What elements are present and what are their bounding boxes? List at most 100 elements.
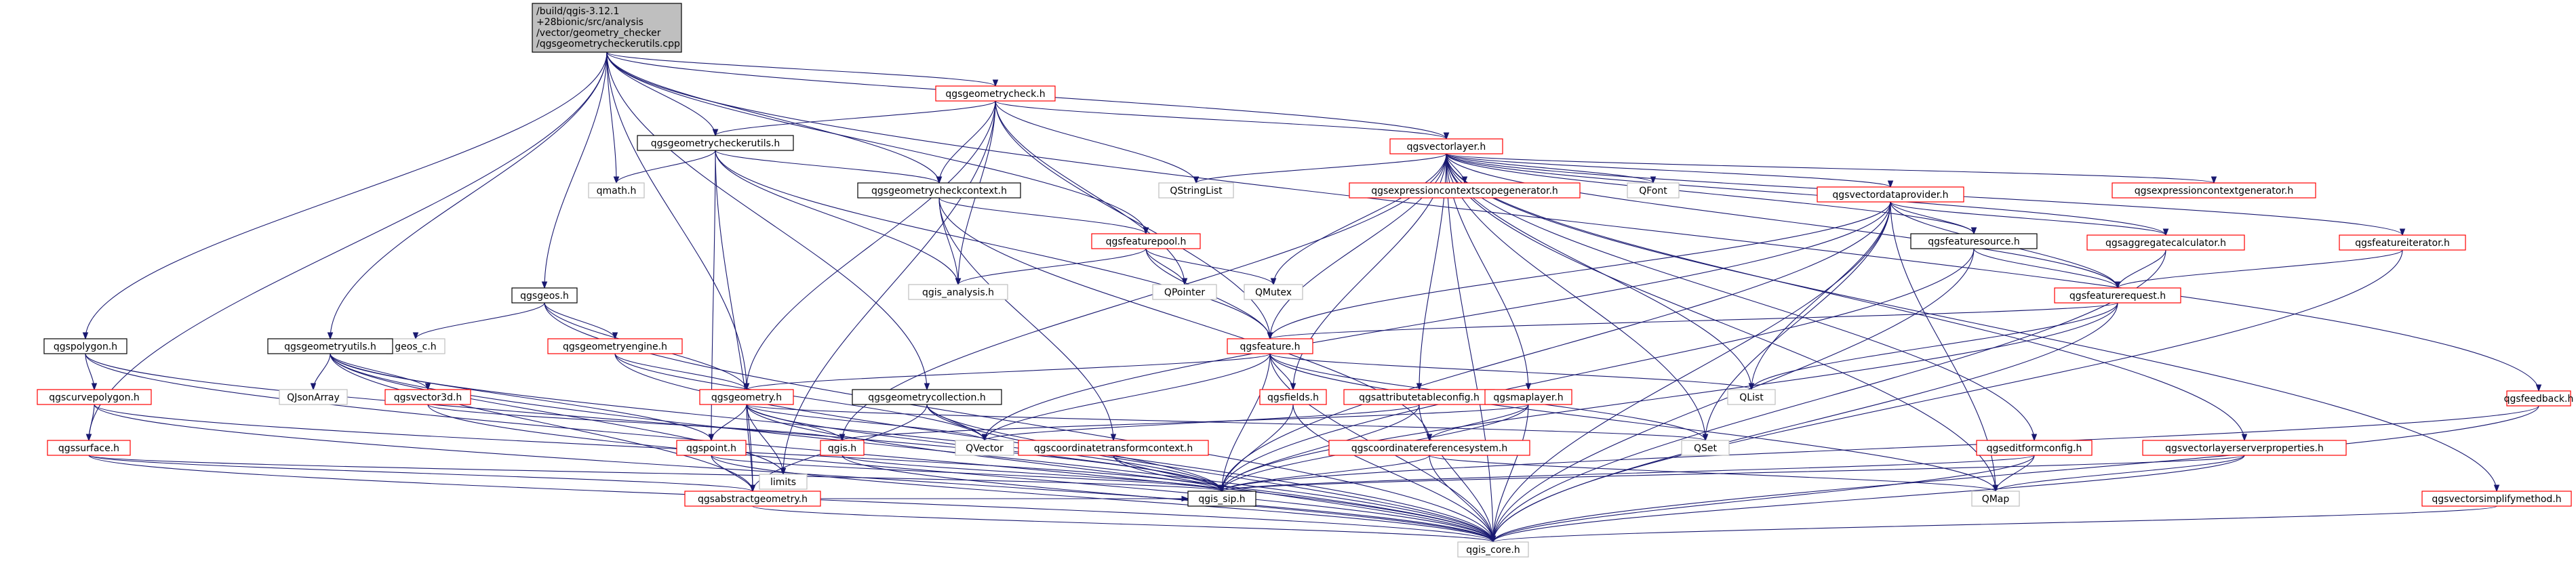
node-label: qgis.h	[828, 443, 856, 454]
node-qgseditformconfig[interactable]: qgseditformconfig.h	[1976, 440, 2093, 456]
node-qgsexprgen[interactable]: qgsexpressioncontextgenerator.h	[2112, 182, 2316, 199]
node-qgsabstractgeometry[interactable]: qgsabstractgeometry.h	[684, 491, 821, 507]
dependency-edge	[330, 353, 431, 391]
dependency-edge	[711, 455, 756, 493]
dependency-edge	[1446, 153, 2121, 289]
node-qgssurface[interactable]: qgssurface.h	[47, 440, 131, 456]
node-qstringlist[interactable]: QStringList	[1158, 182, 1234, 199]
node-qpointer[interactable]: QPointer	[1152, 284, 1217, 300]
dependency-edge	[955, 248, 1147, 286]
node-qgsvectordataprovider[interactable]: qgsvectordataprovider.h	[1817, 186, 1964, 203]
node-qfont[interactable]: QFont	[1627, 182, 1680, 199]
node-box	[1484, 389, 1572, 405]
node-qgsfeedback[interactable]: qgsfeedback.h	[2504, 390, 2574, 407]
node-label: qgsgeometry.h	[711, 392, 782, 403]
node-box	[908, 284, 1008, 300]
node-qgsfeaturerequest[interactable]: qgsfeaturerequest.h	[2054, 287, 2181, 304]
node-qgsgeometryengine[interactable]: qgsgeometryengine.h	[547, 338, 683, 354]
node-qvector[interactable]: QVector	[955, 440, 1014, 456]
node-box	[1328, 440, 1530, 456]
node-qgsvector3d[interactable]: qgsvector3d.h	[384, 389, 471, 405]
dependency-edge	[85, 51, 608, 442]
node-label: qgspoint.h	[686, 443, 736, 454]
node-label: limits	[770, 477, 796, 488]
node-qgis-sip[interactable]: qgis_sip.h	[1187, 491, 1256, 507]
node-qgis-analysis[interactable]: qgis_analysis.h	[908, 284, 1008, 300]
node-qgis-core[interactable]: qgis_core.h	[1457, 541, 1529, 558]
dependency-edge	[1218, 455, 2245, 493]
node-qgsmaplayer[interactable]: qgsmaplayer.h	[1484, 389, 1572, 405]
node-qlist[interactable]: QList	[1727, 389, 1776, 405]
node-qgsvectorsimplify[interactable]: qgsvectorsimplifymethod.h	[2421, 491, 2572, 507]
dependency-edge	[88, 455, 1225, 493]
node-qgsfeaturesource[interactable]: qgsfeaturesource.h	[1910, 233, 2038, 249]
dependency-edge	[327, 51, 608, 340]
dependency-edge	[746, 404, 787, 476]
node-label: qgsgeometryengine.h	[563, 341, 667, 352]
dependency-edge	[1145, 248, 1277, 286]
node-qmap[interactable]: QMap	[1971, 491, 2020, 507]
dependency-edge	[613, 150, 716, 184]
node-qgsfeaturepool[interactable]: qgsfeaturepool.h	[1091, 233, 1201, 249]
node-qgsaggregatecalculator[interactable]: qgsaggregatecalculator.h	[2086, 234, 2245, 251]
dependency-edge	[606, 51, 943, 184]
node-qgsexprscope[interactable]: qgsexpressioncontextscopegenerator.h	[1349, 182, 1581, 199]
dependency-edge	[1748, 201, 1891, 391]
node-qgsfeatureiterator[interactable]: qgsfeatureiterator.h	[2339, 234, 2466, 251]
node-qmath[interactable]: qmath.h	[588, 182, 645, 199]
node-qgsgeometrycollection[interactable]: qgsgeometrycollection.h	[852, 389, 1002, 405]
node-qmutex[interactable]: QMutex	[1244, 284, 1303, 300]
node-label: QStringList	[1170, 186, 1223, 196]
node-qgscoordtransformctx[interactable]: qgscoordinatetransformcontext.h	[1018, 440, 1209, 456]
node-box	[1681, 440, 1730, 456]
node-box	[1457, 541, 1529, 558]
node-box	[1158, 182, 1234, 199]
node-box	[1244, 284, 1303, 300]
node-qgspolygon[interactable]: qgspolygon.h	[43, 338, 127, 354]
dependency-edge	[606, 51, 930, 391]
node-qgscrs[interactable]: qgscoordinatereferencesystem.h	[1328, 440, 1530, 456]
node-box	[2086, 234, 2245, 251]
node-label: qgsfeaturerequest.h	[2069, 291, 2166, 302]
node-root[interactable]: /build/qgis-3.12.1+28bionic/src/analysis…	[532, 3, 682, 53]
dependency-edge	[606, 51, 620, 184]
node-qgscurvepolygon[interactable]: qgscurvepolygon.h	[37, 389, 152, 405]
node-label: qgsfeedback.h	[2504, 394, 2574, 404]
node-label: qgsgeometrycheckerutils.h	[651, 138, 780, 149]
node-qgsgeometryutils[interactable]: qgsgeometryutils.h	[267, 338, 393, 354]
node-qgsfeature[interactable]: qgsfeature.h	[1227, 338, 1313, 354]
dependency-edge	[1446, 153, 2500, 493]
node-qgis[interactable]: qgis.h	[820, 440, 865, 456]
node-geos-c[interactable]: geos_c.h	[386, 338, 445, 354]
node-qgsgeos[interactable]: qgsgeos.h	[511, 287, 578, 304]
node-label: qgsvectordataprovider.h	[1832, 190, 1948, 201]
dependency-edge	[1270, 153, 1447, 286]
node-box	[1259, 389, 1327, 405]
dependency-edge	[938, 197, 962, 286]
node-box	[47, 440, 131, 456]
node-qgsfields[interactable]: qgsfields.h	[1259, 389, 1327, 405]
node-qgsattributetableconfig[interactable]: qgsattributetableconfig.h	[1343, 389, 1495, 405]
node-label: qgsfeatureiterator.h	[2355, 238, 2450, 249]
node-box	[857, 182, 1021, 199]
node-qgsvlserverprops[interactable]: qgsvectorlayerserverproperties.h	[2142, 440, 2347, 456]
dependency-edge	[839, 404, 1529, 442]
node-box	[1018, 440, 1209, 456]
node-qgsgeometry[interactable]: qgsgeometry.h	[699, 389, 794, 405]
node-qjsonarray[interactable]: QJsonArray	[279, 389, 348, 405]
node-box	[1910, 233, 2038, 249]
node-qgsgeometrycheck[interactable]: qgsgeometrycheck.h	[935, 85, 1056, 102]
node-box	[1976, 440, 2093, 456]
node-qgsvectorlayer[interactable]: qgsvectorlayer.h	[1389, 138, 1503, 154]
node-box	[384, 389, 471, 405]
node-qgspoint[interactable]: qgspoint.h	[676, 440, 747, 456]
dependency-edge	[412, 302, 545, 340]
dependency-edge	[85, 404, 95, 442]
node-qset[interactable]: QSet	[1681, 440, 1730, 456]
node-qgsgeometrycheckerutils[interactable]: qgsgeometrycheckerutils.h	[637, 135, 794, 151]
node-qgsgeometrycheckcontext[interactable]: qgsgeometrycheckcontext.h	[857, 182, 1021, 199]
node-label: qgsgeometryutils.h	[284, 341, 376, 352]
node-limits[interactable]: limits	[759, 474, 808, 490]
node-box	[532, 3, 682, 53]
dependency-edge	[715, 150, 962, 286]
